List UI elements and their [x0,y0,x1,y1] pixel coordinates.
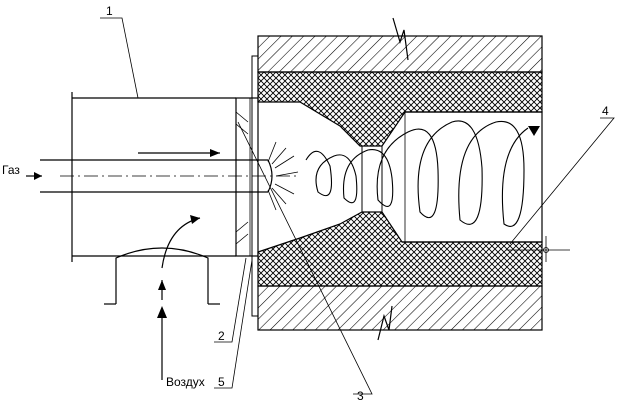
air-label: Воздух [166,375,205,389]
gas-jets [267,141,299,211]
furnace-wall [257,17,543,341]
callout-5: 5 [218,375,225,389]
refractory-tunnel [257,71,543,287]
gas-pipe [40,149,300,193]
gas-label: Газ [2,163,20,177]
axis-mark [506,236,570,262]
break-mark-top [392,17,409,61]
flame-swirl [305,120,540,227]
air-plenum [104,215,220,380]
callout-4: 4 [602,104,609,118]
gas-inlet-arrow [26,172,42,180]
break-mark-bottom [377,305,393,341]
callout-1: 1 [106,4,113,18]
leader-lines [100,17,615,395]
callout-2: 2 [218,329,225,343]
burner-body [71,55,259,317]
callout-3: 3 [357,389,364,403]
